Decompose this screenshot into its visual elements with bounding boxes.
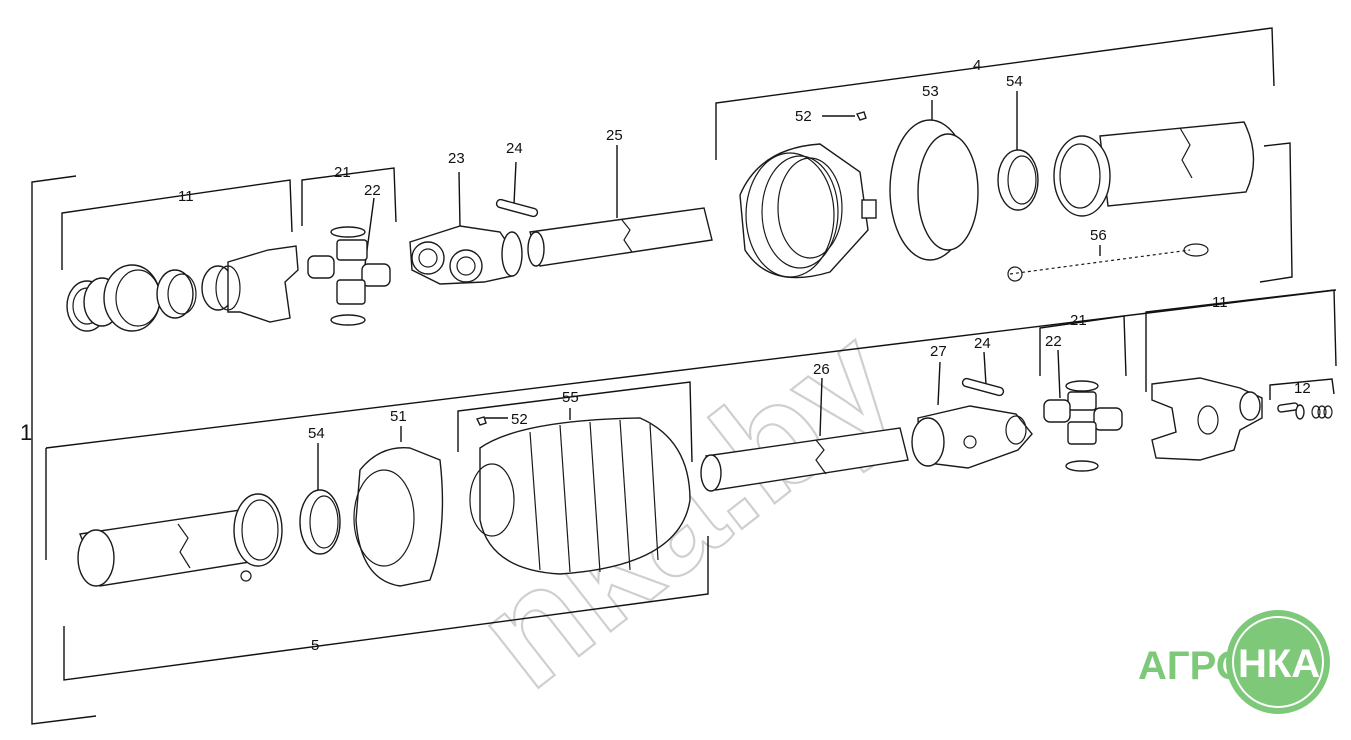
brand-circle (1226, 610, 1330, 714)
label-11-top: 11 (178, 188, 194, 205)
label-1: 1 (20, 420, 32, 445)
yoke-bottom-part (911, 405, 1033, 469)
label-54-bottom: 54 (308, 425, 325, 442)
label-5: 5 (311, 637, 319, 654)
pin-bottom-part (961, 377, 1005, 397)
label-4: 4 (973, 57, 981, 74)
inner-tube-part (527, 207, 713, 267)
bellows-guard-part (469, 417, 691, 575)
label-21-bottom: 21 (1070, 312, 1087, 329)
safety-chain-part (1007, 243, 1209, 282)
universal-joint-cross-bottom-part (1043, 380, 1123, 472)
label-54-top: 54 (1006, 73, 1023, 90)
label-24-top: 24 (506, 140, 523, 157)
inner-tube-bottom-part (700, 427, 909, 492)
end-yoke-part (1151, 377, 1263, 461)
label-11-bottom: 11 (1212, 294, 1228, 311)
label-24-bottom: 24 (974, 335, 991, 352)
label-26: 26 (813, 361, 830, 378)
bracket-lines (31, 27, 1337, 725)
clip-ring-bottom-part (299, 489, 341, 555)
pin-part (495, 198, 539, 218)
label-12: 12 (1294, 380, 1311, 397)
ring-set-part (66, 245, 299, 332)
label-23: 23 (448, 150, 465, 167)
outer-tube-bottom-part (77, 493, 283, 587)
label-53: 53 (922, 83, 939, 100)
bearing-ring-part (889, 119, 979, 261)
label-27: 27 (930, 343, 947, 360)
label-56: 56 (1090, 227, 1107, 244)
label-22-bottom: 22 (1045, 333, 1062, 350)
push-pin-part (1277, 402, 1333, 420)
label-52-bottom: 52 (511, 411, 528, 428)
screw-part (475, 111, 867, 426)
brand-logo: АГРО НКА (1138, 610, 1330, 714)
outer-tube-part (1053, 121, 1255, 217)
label-25: 25 (606, 127, 623, 144)
guard-cone-bottom-part (353, 446, 444, 587)
leader-lines (317, 91, 1101, 492)
universal-joint-cross-part (307, 226, 391, 326)
label-55: 55 (562, 389, 579, 406)
clip-ring-part (997, 149, 1039, 211)
label-52-top: 52 (795, 108, 812, 125)
label-21-top: 21 (334, 164, 351, 181)
label-51: 51 (390, 408, 407, 425)
brand-right-text: НКА (1238, 642, 1320, 686)
label-22-top: 22 (364, 182, 381, 199)
yoke-part (409, 225, 523, 285)
guard-cone-part (739, 143, 877, 279)
